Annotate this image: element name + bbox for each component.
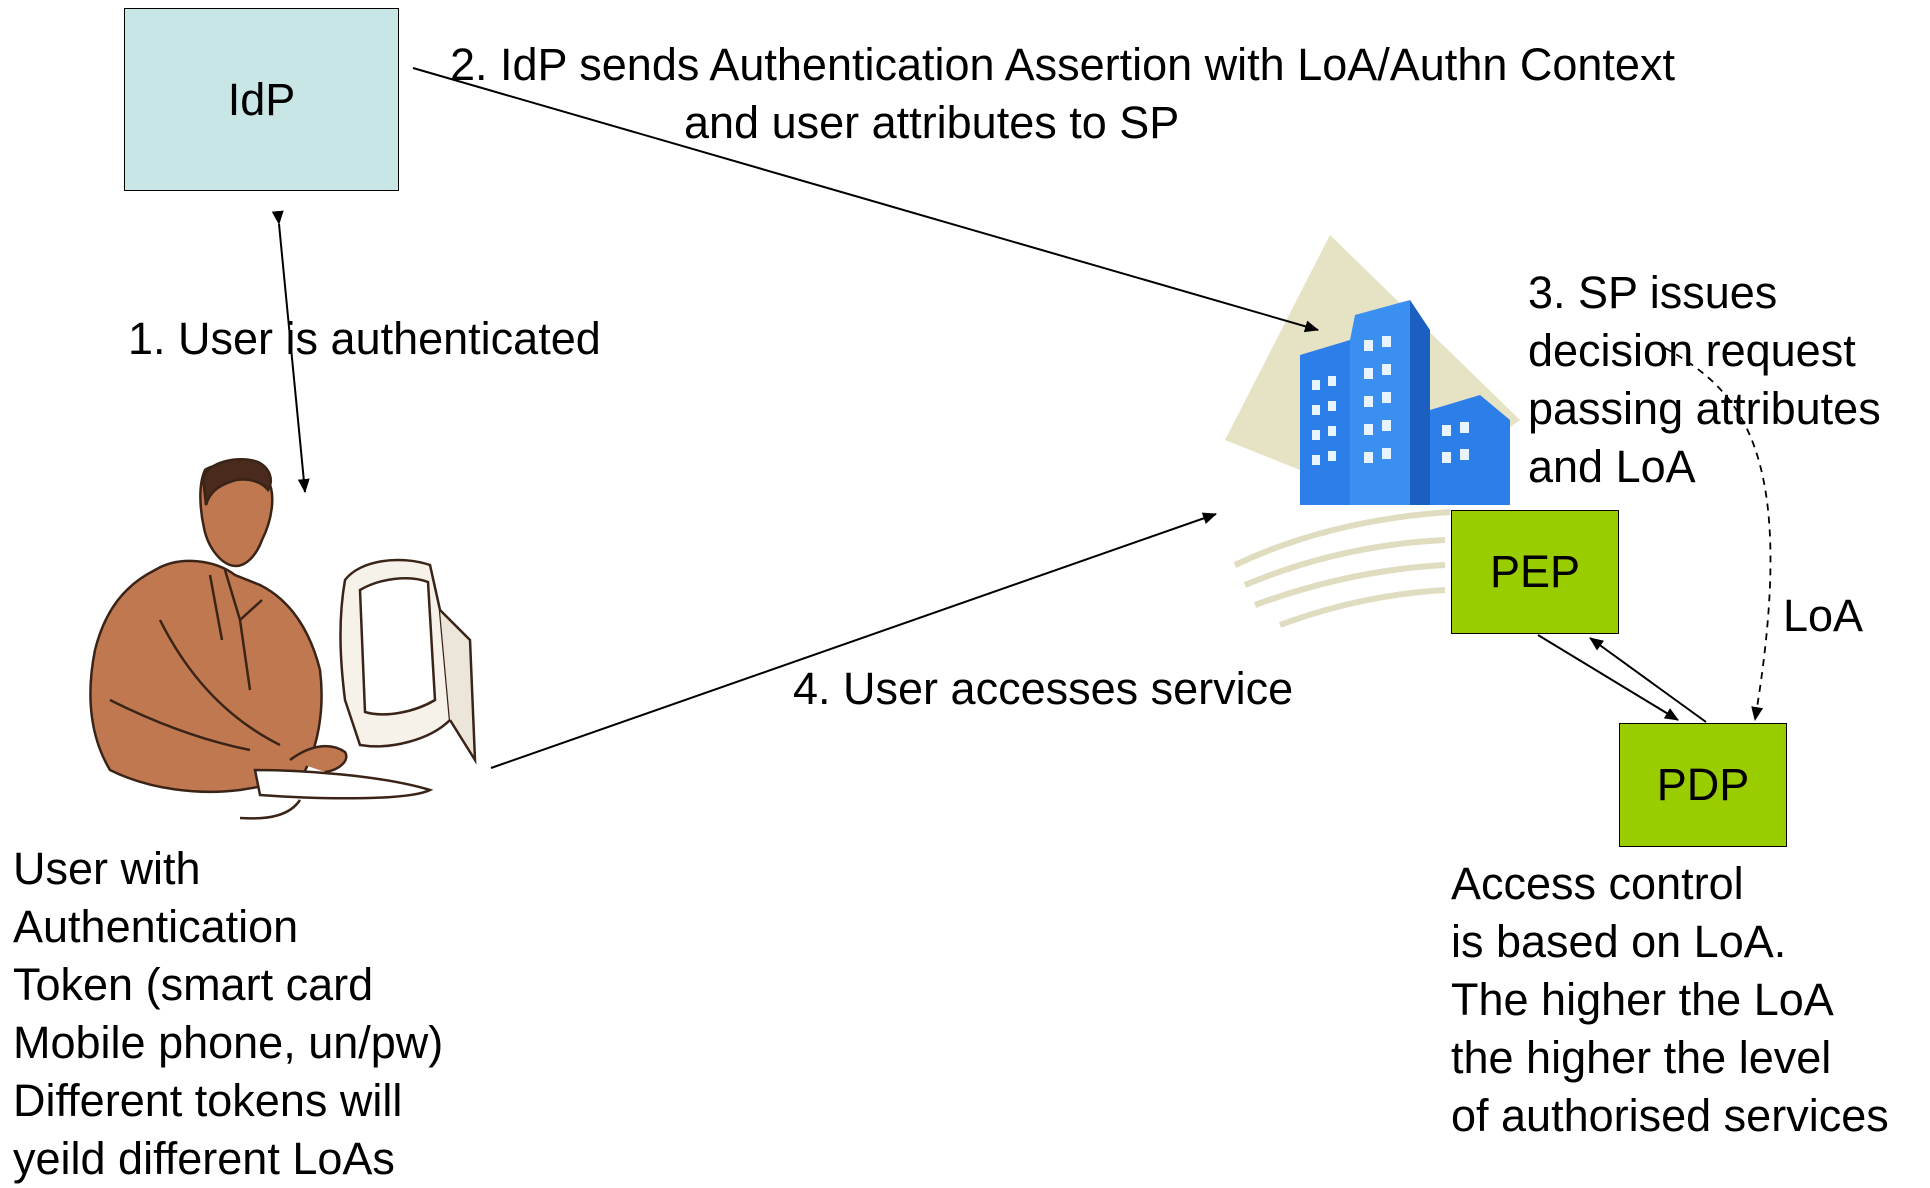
step3-line-2: decision request [1528,325,1856,376]
access-caption-line-2: is based on LoA. [1451,916,1787,967]
idp-box: IdP [124,8,399,191]
access-arrow [490,512,1217,769]
auth-arrow [271,210,310,493]
step3-label: 3. SP issues decision request passing at… [1528,264,1881,496]
assertion-arrow [412,67,1319,333]
step2-label: 2. IdP sends Authentication Assertion wi… [450,36,1675,94]
pdp-box: PDP [1619,723,1787,847]
step2-line-1: 2. IdP sends Authentication Assertion wi… [450,39,1675,90]
pdp-label: PDP [1656,759,1750,810]
step2-line-2: and user attributes to SP [684,97,1180,148]
step4-label: 4. User accesses service [793,663,1294,714]
user-caption-line-6: yeild different LoAs [13,1133,395,1184]
loa-label: LoA [1783,590,1864,641]
user-caption: User with Authentication Token (smart ca… [13,840,443,1188]
step1-label: 1. User is authenticated [128,313,601,364]
user-caption-line-3: Token (smart card [13,959,374,1010]
step3-line-3: passing attributes [1528,383,1881,434]
decision-request-dashed-arrow [1664,347,1772,721]
person-at-computer-icon [89,458,477,820]
access-caption-line-1: Access control [1451,858,1744,909]
office-building-icon [1225,235,1520,628]
access-caption-line-4: the higher the level [1451,1032,1832,1083]
access-caption: Access control is based on LoA. The high… [1451,855,1889,1145]
step3-line-4: and LoA [1528,441,1696,492]
pdp-to-pep-arrow [1589,637,1707,723]
pep-to-pdp-arrow [1537,634,1679,721]
pep-box: PEP [1451,510,1619,634]
user-caption-line-4: Mobile phone, un/pw) [13,1017,444,1068]
user-caption-line-5: Different tokens will [13,1075,403,1126]
user-caption-line-1: User with [13,843,201,894]
access-caption-line-5: of authorised services [1451,1090,1889,1141]
idp-label: IdP [227,73,296,125]
user-caption-line-2: Authentication [13,901,299,952]
step2-label-line2: and user attributes to SP [684,94,1179,152]
pep-label: PEP [1489,546,1581,597]
access-caption-line-3: The higher the LoA [1451,974,1834,1025]
step3-line-1: 3. SP issues [1528,267,1778,318]
